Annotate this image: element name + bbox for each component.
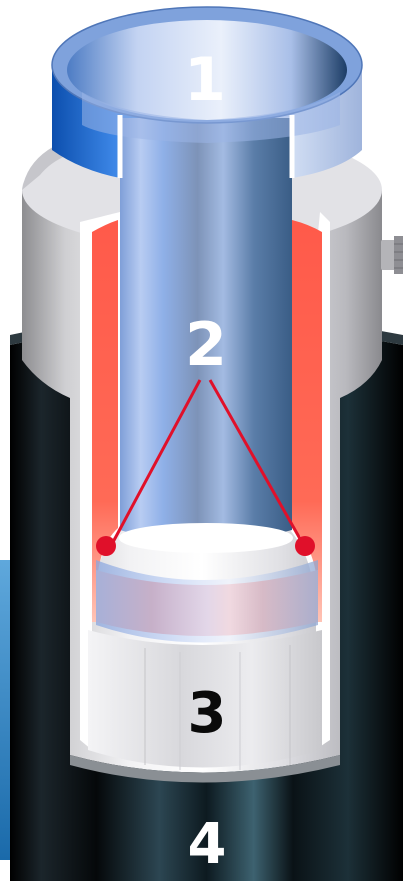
label-coupler-sleeve: 3 bbox=[188, 681, 227, 746]
label-heating-element: 2 bbox=[185, 310, 227, 380]
label-outer-pipe: 4 bbox=[188, 812, 227, 877]
pointer-dot-right bbox=[295, 536, 315, 556]
label-inner-pipe: 1 bbox=[184, 45, 226, 115]
terminal-connector bbox=[381, 236, 403, 274]
pointer-dot-left bbox=[96, 536, 116, 556]
